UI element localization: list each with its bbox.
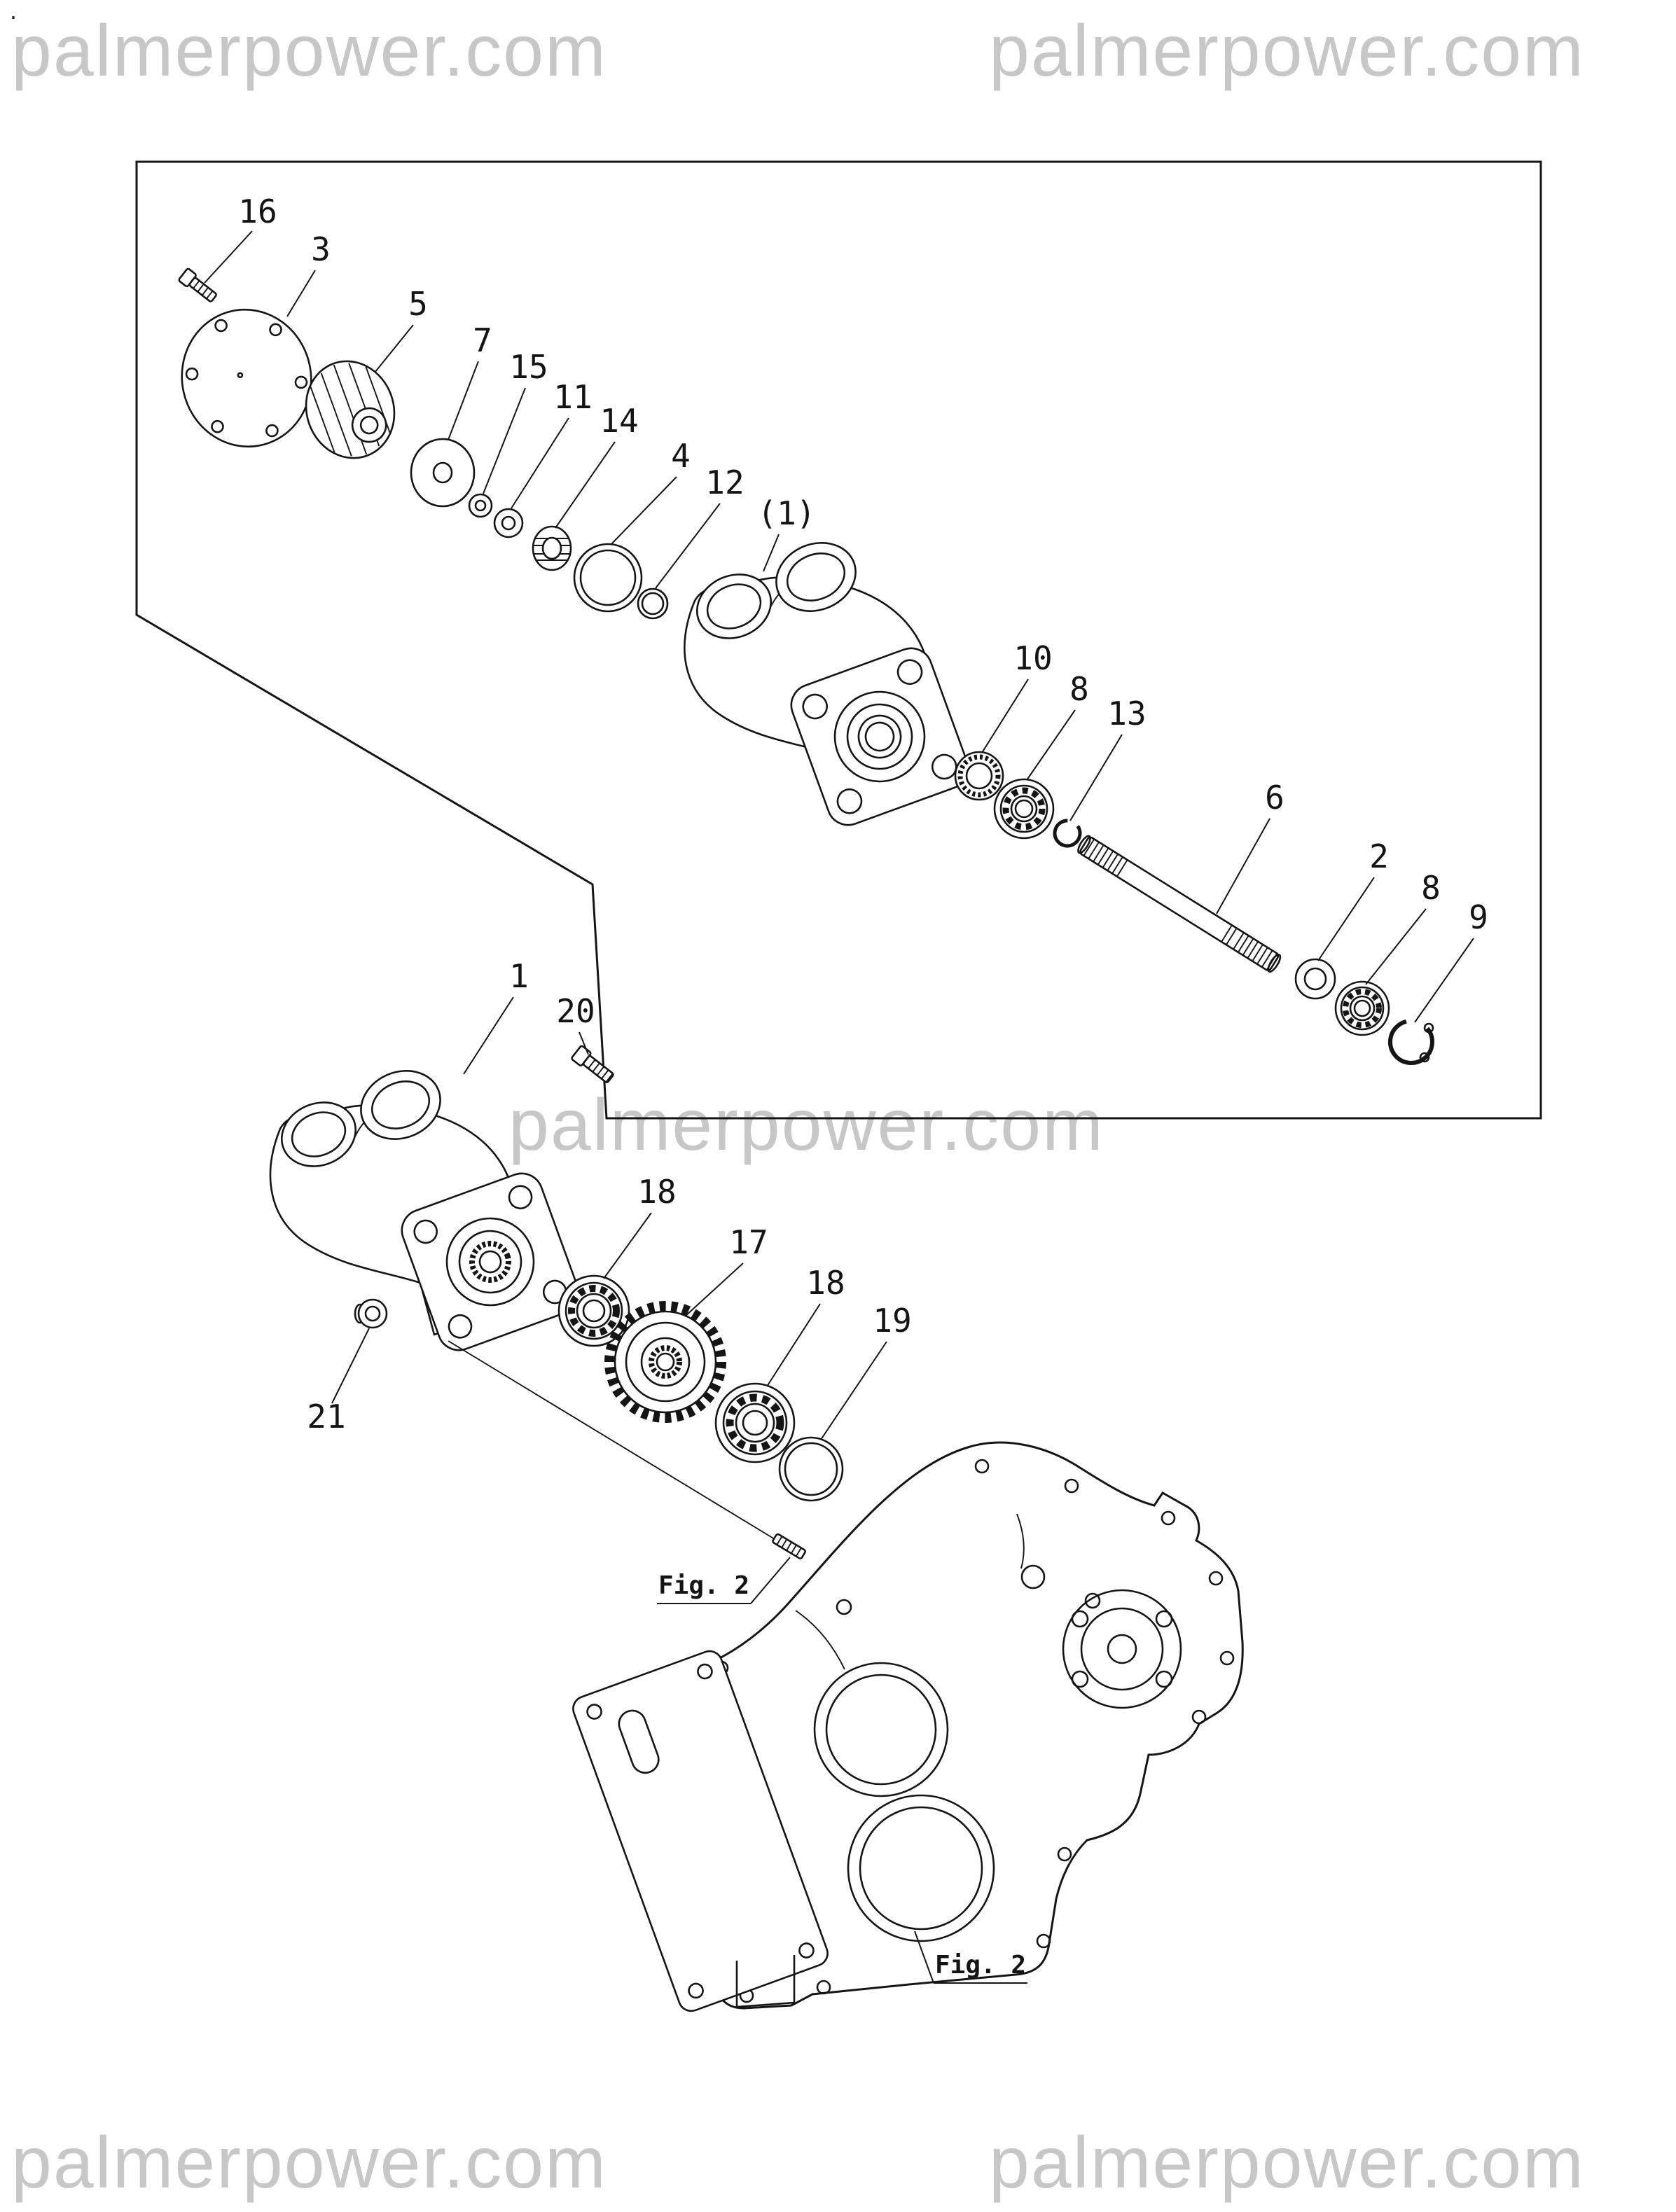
watermark-top-left: palmerpower.com xyxy=(11,11,607,92)
fig2-reference-lower: Fig. 2 xyxy=(914,1931,1027,1984)
leader-4 xyxy=(610,476,677,545)
part-18-bearing-b xyxy=(714,1382,796,1463)
part-13-snap-ring xyxy=(1053,819,1082,848)
watermark-bottom-right: palmerpower.com xyxy=(989,2122,1585,2204)
leader-17 xyxy=(684,1262,744,1317)
leader-lines xyxy=(204,230,1474,1440)
part-11-washer xyxy=(493,508,524,538)
callout-16: 16 xyxy=(238,193,277,230)
leader-16 xyxy=(204,230,253,284)
part-20-bolt xyxy=(571,1045,614,1083)
fig2-leader-upper xyxy=(750,1557,791,1604)
part-8-bearing-a xyxy=(993,778,1055,840)
part-10-seal xyxy=(954,751,1004,801)
callout-12: 12 xyxy=(705,464,744,501)
leader-15 xyxy=(483,387,526,494)
callout-3: 3 xyxy=(311,230,331,268)
fig2-reference-upper: Fig. 2 xyxy=(657,1557,791,1604)
leader-11 xyxy=(511,417,569,509)
part-12-o-ring xyxy=(637,587,669,620)
callout-21: 21 xyxy=(307,1398,345,1435)
leader-9 xyxy=(1414,938,1474,1023)
part-2-collar xyxy=(1294,958,1336,1000)
callout-6: 6 xyxy=(1265,779,1284,816)
part-14-seal-plug xyxy=(532,525,572,571)
leader-20 xyxy=(579,1031,589,1055)
leader-8b xyxy=(1365,908,1427,985)
leader-1 xyxy=(463,996,514,1075)
part-4-o-ring xyxy=(573,543,643,613)
callout-7: 7 xyxy=(473,321,492,359)
fig2-label-lower: Fig. 2 xyxy=(935,1951,1026,1980)
callout-1: 1 xyxy=(509,957,529,995)
leader-8a xyxy=(1026,709,1076,781)
leader-2 xyxy=(1317,877,1375,961)
part-17-gear xyxy=(604,1301,726,1423)
fig2-mounting-stud xyxy=(772,1533,806,1559)
leader-p1 xyxy=(763,534,780,572)
callout-17: 17 xyxy=(729,1223,768,1261)
watermark-bottom-left: palmerpower.com xyxy=(11,2122,607,2204)
part-19-o-ring xyxy=(778,1436,844,1502)
part-18-bearing-a xyxy=(557,1274,630,1347)
leader-14 xyxy=(555,441,616,529)
callout-sub-1: (1) xyxy=(757,494,815,532)
part-5-impeller xyxy=(305,360,396,459)
callout-4: 4 xyxy=(671,437,691,475)
detail-box-outline xyxy=(135,160,1542,1120)
part-9-snap-ring xyxy=(1388,1019,1434,1065)
leader-13 xyxy=(1069,734,1123,821)
leader-7 xyxy=(448,361,479,440)
callout-14: 14 xyxy=(600,402,638,440)
leader-18b xyxy=(766,1303,821,1387)
fig2-leader-lower xyxy=(914,1931,934,1984)
part-7-seal-washer xyxy=(410,438,476,508)
corner-dot: . xyxy=(10,0,18,25)
leader-21 xyxy=(331,1328,370,1404)
part-1-pump-assembly xyxy=(269,1070,580,1351)
callout-19: 19 xyxy=(873,1302,911,1340)
callout-2: 2 xyxy=(1369,837,1389,875)
leader-19 xyxy=(820,1341,887,1440)
leader-3 xyxy=(286,270,316,317)
mounting-axis-line xyxy=(448,1340,775,1540)
leader-12 xyxy=(655,503,721,589)
leader-18a xyxy=(603,1212,652,1279)
part-1-housing-boxed xyxy=(684,542,969,826)
part-8-bearing-b xyxy=(1334,980,1390,1036)
callout-labels: 16 3 5 7 15 11 14 4 12 (1) 10 8 13 6 2 8… xyxy=(238,193,1488,1435)
callout-20: 20 xyxy=(556,992,595,1030)
callout-15: 15 xyxy=(509,348,548,386)
leader-5 xyxy=(374,324,414,373)
part-6-shaft xyxy=(1077,835,1282,973)
callout-8-b: 8 xyxy=(1421,869,1441,907)
callout-18-a: 18 xyxy=(637,1173,676,1211)
leader-10 xyxy=(981,679,1029,753)
part-15-washer xyxy=(468,493,493,518)
callout-8-a: 8 xyxy=(1069,670,1089,708)
part-21-nut xyxy=(354,1298,388,1329)
watermark-top-right: palmerpower.com xyxy=(989,11,1585,92)
callout-18-b: 18 xyxy=(806,1264,845,1302)
part-16-screw xyxy=(178,267,217,302)
fig2-label-upper: Fig. 2 xyxy=(658,1571,749,1600)
part-3-cover-plate xyxy=(181,308,312,448)
callout-9: 9 xyxy=(1469,898,1488,936)
callout-5: 5 xyxy=(408,285,428,323)
callout-11: 11 xyxy=(553,378,592,416)
callout-10: 10 xyxy=(1013,639,1052,677)
timing-gear-case-cover xyxy=(572,1441,1244,2012)
callout-13: 13 xyxy=(1107,695,1146,732)
leader-6 xyxy=(1216,818,1270,914)
watermark-middle: palmerpower.com xyxy=(508,1085,1104,1166)
